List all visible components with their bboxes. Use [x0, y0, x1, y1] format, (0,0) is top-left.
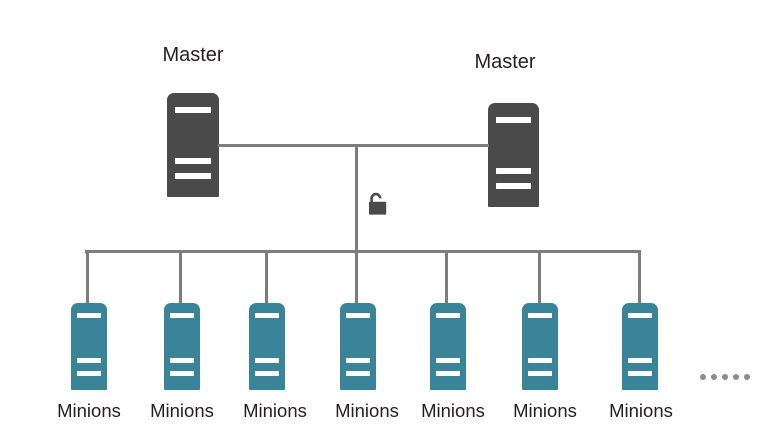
- server-bar: [345, 370, 371, 376]
- minion-label-2: Minions: [150, 400, 214, 421]
- server-bar: [169, 370, 195, 376]
- ellipsis-dots-icon: [700, 374, 750, 380]
- server-bar: [169, 313, 195, 319]
- minion-server-7[interactable]: [622, 303, 658, 390]
- minion-server-4[interactable]: [340, 303, 376, 390]
- ellipsis-dot: [700, 374, 706, 380]
- server-bar: [76, 313, 102, 319]
- server-bar: [527, 370, 553, 376]
- minion-label-1: Minions: [57, 400, 121, 421]
- server-bar: [345, 358, 371, 364]
- server-bar: [175, 172, 211, 179]
- server-bar: [435, 358, 461, 364]
- server-bar: [76, 358, 102, 364]
- minion-drop-line-4: [355, 250, 358, 304]
- ellipsis-dot: [744, 374, 750, 380]
- minion-drop-line-2: [179, 250, 182, 304]
- server-bar: [527, 358, 553, 364]
- minion-bus-line: [85, 250, 641, 253]
- minion-label-6: Minions: [513, 400, 577, 421]
- minion-server-1[interactable]: [71, 303, 107, 390]
- minion-label-7: Minions: [609, 400, 673, 421]
- ellipsis-dot: [733, 374, 739, 380]
- server-bar: [175, 107, 211, 114]
- server-bar: [527, 313, 553, 319]
- minion-server-2[interactable]: [164, 303, 200, 390]
- minion-drop-line-1: [86, 250, 89, 304]
- server-bar: [76, 370, 102, 376]
- master-server-left[interactable]: [167, 93, 219, 197]
- server-bar: [345, 313, 371, 319]
- server-bar: [254, 370, 280, 376]
- minion-server-6[interactable]: [522, 303, 558, 390]
- server-bar: [496, 117, 531, 124]
- minion-label-5: Minions: [421, 400, 485, 421]
- master-link-line: [218, 144, 489, 147]
- server-bar: [627, 370, 653, 376]
- ellipsis-dot: [722, 374, 728, 380]
- master-label-right: Master: [474, 51, 536, 73]
- server-bar: [627, 313, 653, 319]
- server-bar: [627, 358, 653, 364]
- minion-drop-line-7: [638, 250, 641, 304]
- minion-drop-line-3: [265, 250, 268, 304]
- minion-server-5[interactable]: [430, 303, 466, 390]
- server-bar: [175, 158, 211, 164]
- minion-label-4: Minions: [335, 400, 399, 421]
- open-padlock-icon: [366, 191, 390, 217]
- master-server-right[interactable]: [488, 103, 539, 207]
- minion-drop-line-5: [445, 250, 448, 304]
- minion-server-3[interactable]: [249, 303, 285, 390]
- server-bar: [496, 168, 531, 174]
- trunk-line: [355, 144, 358, 254]
- server-bar: [435, 313, 461, 319]
- master-label-left: Master: [162, 44, 224, 66]
- ellipsis-dot: [711, 374, 717, 380]
- server-bar: [496, 182, 531, 189]
- server-bar: [254, 358, 280, 364]
- server-bar: [169, 358, 195, 364]
- minion-drop-line-6: [538, 250, 541, 304]
- server-bar: [435, 370, 461, 376]
- server-bar: [254, 313, 280, 319]
- minion-label-3: Minions: [243, 400, 307, 421]
